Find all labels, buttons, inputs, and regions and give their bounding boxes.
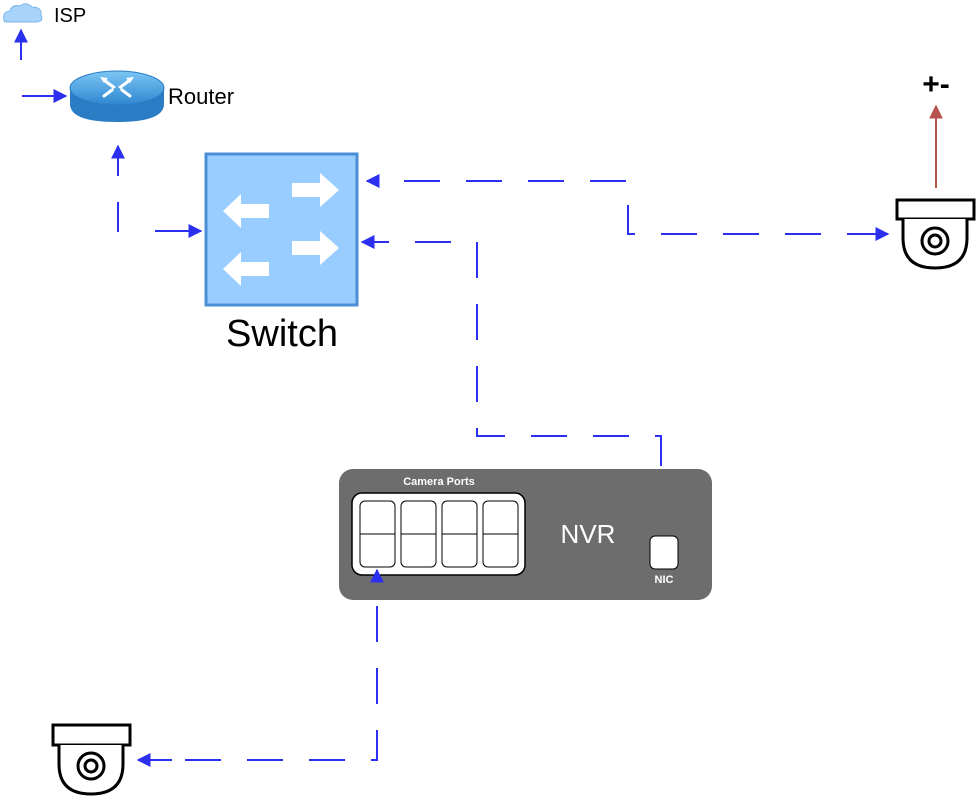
- nvr-to-switch-link: [360, 235, 662, 528]
- camera-ports-label: Camera Ports: [403, 476, 475, 488]
- camera-ports: [359, 500, 519, 568]
- nvr-label: NVR: [561, 519, 616, 549]
- router-label: Router: [168, 84, 234, 109]
- isp-label: ISP: [54, 5, 86, 27]
- switch-icon: [204, 152, 359, 307]
- nic-port[interactable]: [649, 535, 679, 570]
- dome-camera-icon: [51, 723, 132, 796]
- camera-to-switch-link: [365, 174, 883, 235]
- switch-label: Switch: [226, 313, 338, 355]
- dome-camera-icon: [895, 198, 976, 270]
- camera-to-nvr-link: [185, 568, 384, 761]
- router-icon: [69, 70, 165, 122]
- cloud-icon: [3, 3, 43, 23]
- nic-label: NIC: [655, 574, 674, 586]
- power-label: +-: [922, 68, 950, 101]
